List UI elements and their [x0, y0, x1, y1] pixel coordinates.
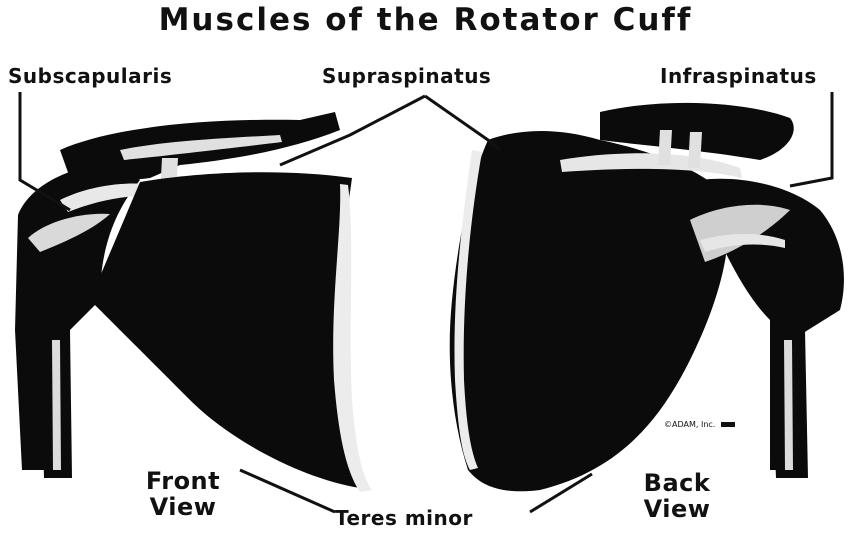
label-teres-minor: Teres minor — [335, 506, 473, 530]
back-view-shoulder — [450, 103, 844, 491]
diagram-title: Muscles of the Rotator Cuff — [0, 2, 851, 38]
label-front-view: Front View — [128, 468, 238, 520]
credit-mark — [721, 422, 735, 427]
label-supraspinatus: Supraspinatus — [322, 64, 491, 88]
copyright-credit: ©ADAM, Inc. — [664, 420, 735, 429]
label-back-view-line1: Back — [622, 470, 732, 496]
label-front-view-line2: View — [128, 494, 238, 520]
label-back-view: Back View — [622, 470, 732, 522]
front-scapula — [90, 172, 360, 488]
copyright-credit-text: ©ADAM, Inc. — [664, 420, 715, 429]
leader-supraspinatus-right — [425, 96, 500, 150]
label-back-view-line2: View — [622, 496, 732, 522]
leader-infraspinatus — [790, 92, 832, 186]
label-front-view-line1: Front — [128, 468, 238, 494]
front-view-shoulder — [15, 112, 372, 492]
back-scapula — [450, 131, 728, 491]
label-subscapularis: Subscapularis — [8, 64, 172, 88]
label-infraspinatus: Infraspinatus — [660, 64, 817, 88]
